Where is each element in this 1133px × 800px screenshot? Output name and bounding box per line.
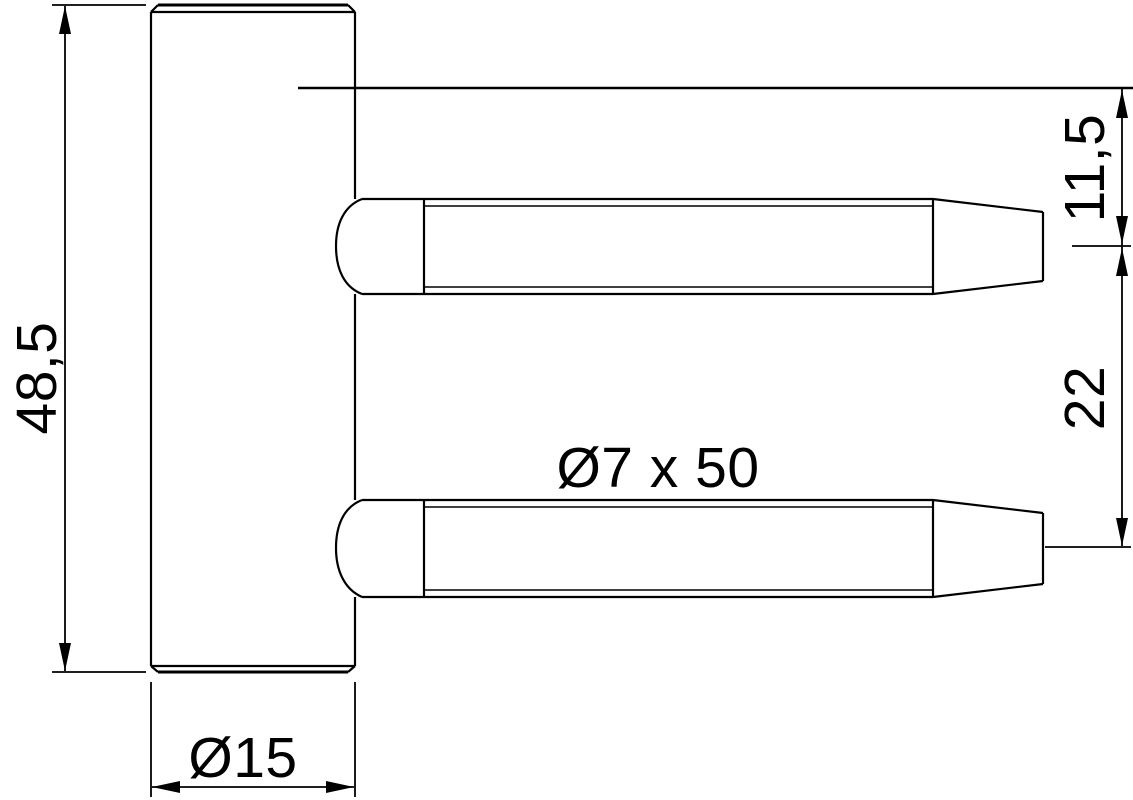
upper-pin xyxy=(334,197,1045,296)
diameter-arrow-right xyxy=(326,781,354,793)
lower-pin-dome xyxy=(334,498,363,599)
pin-offset-arrow-up xyxy=(1116,90,1128,118)
dimension-body-height: 48,5 xyxy=(5,4,146,673)
body-top-left-chamfer xyxy=(150,4,159,13)
upper-pin-dome xyxy=(334,197,363,296)
pin-spacing-label: 22 xyxy=(1053,366,1117,430)
height-dimension-label: 48,5 xyxy=(5,322,69,435)
body-top-right-chamfer xyxy=(347,4,356,13)
lower-pin-taper-bottom xyxy=(932,582,1044,599)
diameter-dimension-label: Ø15 xyxy=(188,726,297,790)
pin-size-label: Ø7 x 50 xyxy=(556,436,759,500)
dimension-body-diameter: Ø15 xyxy=(150,682,356,797)
pin-offset-label: 11,5 xyxy=(1053,114,1117,223)
pin-spacing-arrow-up xyxy=(1116,248,1128,276)
upper-pin-taper-top xyxy=(932,197,1044,214)
body-bottom-left-chamfer xyxy=(150,665,159,673)
pin-spacing-arrow-down xyxy=(1116,518,1128,546)
upper-pin-taper-bottom xyxy=(932,279,1044,296)
body-bottom-right-chamfer xyxy=(347,665,356,673)
height-arrow-up xyxy=(59,6,71,34)
height-arrow-down xyxy=(59,643,71,671)
lower-pin-taper-top xyxy=(932,498,1044,515)
lower-pin xyxy=(334,498,1045,599)
diameter-arrow-left xyxy=(152,781,180,793)
body-outline xyxy=(149,3,357,674)
dimension-pin-positions: 11,5 22 xyxy=(298,86,1133,548)
pin-offset-arrow-down xyxy=(1116,216,1128,244)
